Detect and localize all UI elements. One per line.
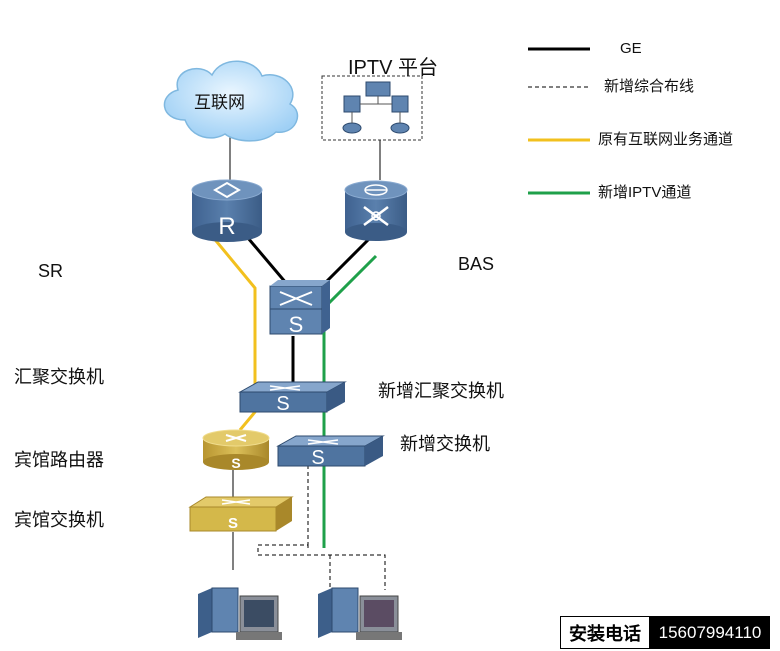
- sr-label: SR: [38, 261, 64, 281]
- contact-phone: 15607994110: [650, 616, 770, 649]
- iptv-platform-icon: [321, 75, 423, 141]
- core-switch-letter: S: [289, 312, 304, 337]
- new-agg-switch-label: 新增汇聚交换机: [378, 381, 504, 401]
- legend-lines: [528, 47, 590, 195]
- contact-label: 安装电话: [560, 616, 650, 649]
- legend-cabling-text: 新增综合布线: [604, 78, 695, 95]
- router-letter: R: [218, 213, 235, 240]
- switch-icon: S: [269, 280, 330, 337]
- hotel-switch-icon: S: [188, 496, 294, 532]
- hotel-router-label: 宾馆路由器: [14, 450, 104, 470]
- agg-switch-letter: S: [276, 393, 289, 415]
- agg-switch-label: 汇聚交换机: [14, 367, 104, 387]
- contact-box: 安装电话 15607994110: [560, 616, 770, 649]
- original-internet-path: [210, 235, 257, 431]
- legend-ge-text: GE: [620, 40, 642, 57]
- hotel-router-letter: S: [231, 455, 240, 471]
- bas-label: BAS: [458, 254, 495, 274]
- hotel-router-icon: S: [202, 429, 270, 471]
- new-switch-icon: S: [276, 435, 385, 469]
- iptv-platform-label: IPTV 平台: [348, 57, 439, 79]
- hotel-switch-letter: S: [228, 515, 238, 532]
- legend-iptv-text: 新增IPTV通道: [598, 184, 692, 201]
- new-cabling-dashed: [257, 544, 386, 590]
- new-switch-label: 新增交换机: [400, 434, 490, 454]
- bas-icon: [344, 180, 408, 241]
- cloud-icon: [163, 60, 299, 142]
- cloud-label: 互联网: [194, 93, 245, 112]
- pc-icon: [318, 587, 402, 640]
- agg-switch-icon: S: [238, 381, 347, 415]
- hotel-switch-label: 宾馆交换机: [14, 510, 104, 530]
- router-icon: R: [191, 179, 263, 242]
- new-switch-letter: S: [311, 447, 324, 469]
- pc-icon: [198, 587, 282, 640]
- legend-internet-text: 原有互联网业务通道: [598, 131, 734, 148]
